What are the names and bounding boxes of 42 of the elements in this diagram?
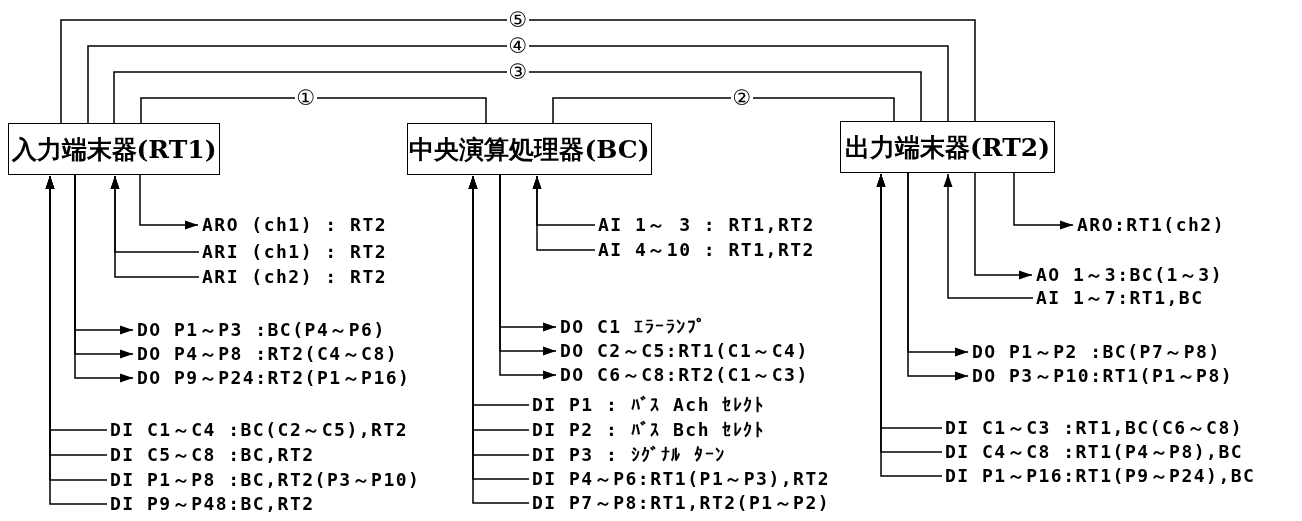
- connector-line: [87, 45, 949, 124]
- signal-label: DO P1～P3 :BC(P4～P6): [137, 319, 386, 341]
- signal-label: DI P3 : ｼｸﾞﾅﾙ ﾀｰﾝ: [532, 444, 726, 466]
- signal-label: DO C2～C5:RT1(C1～C4): [560, 340, 809, 362]
- signal-label: DI C5～C8 :BC,RT2: [110, 444, 315, 466]
- signal-label: ARI (ch1) : RT2: [202, 241, 388, 263]
- signal-label: ARO:RT1(ch2): [1077, 214, 1226, 236]
- signal-label: DI P2 : ﾊﾞｽ Bch ｾﾚｸﾄ: [532, 419, 765, 441]
- arrow: [974, 172, 1033, 280]
- connector-line: [60, 19, 976, 124]
- signal-label: DO P3～P10:RT1(P1～P8): [972, 365, 1234, 387]
- connector-line: [552, 97, 895, 124]
- unit-box: 出力端末器(RT2): [840, 121, 1055, 173]
- signal-label: DI P4～P6:RT1(P1～P3),RT2: [532, 468, 831, 490]
- signal-label: DI P9～P48:BC,RT2: [110, 493, 315, 515]
- signal-label: AO 1～3:BC(1～3): [1036, 264, 1224, 286]
- signal-label: ARI (ch2) : RT2: [202, 266, 388, 288]
- signal-label: DO C1 ｴﾗｰﾗﾝﾌﾟ: [560, 316, 707, 338]
- arrow: [1013, 172, 1074, 230]
- signal-label: AI 4～10 : RT1,RT2: [598, 239, 815, 261]
- unit-box: 入力端末器(RT1): [8, 123, 220, 175]
- signal-label: DO P4～P8 :RT2(C4～C8): [137, 343, 399, 365]
- connector-line: [113, 71, 922, 124]
- signal-label: DI C1～C4 :BC(C2～C5),RT2: [110, 419, 409, 441]
- arrow: [139, 174, 199, 230]
- unit-box: 中央演算処理器(BC): [407, 123, 652, 175]
- signal-label: DI P1～P8 :BC,RT2(P3～P10): [110, 469, 421, 491]
- signal-label: ARO (ch1) : RT2: [202, 214, 388, 236]
- arrow: [532, 175, 596, 251]
- signal-label: DO P1～P2 :BC(P7～P8): [972, 341, 1221, 363]
- arrow: [110, 175, 200, 278]
- signal-label: DI C1～C3 :RT1,BC(C6～C8): [945, 417, 1244, 439]
- signal-label: AI 1～7:RT1,BC: [1036, 287, 1204, 309]
- signal-label: DI P7～P8:RT1,RT2(P1～P2): [532, 492, 831, 514]
- arrow: [943, 173, 1034, 299]
- signal-label: DI C4～C8 :RT1(P4～P8),BC: [945, 441, 1244, 463]
- signal-label: DI P1 : ﾊﾞｽ Ach ｾﾚｸﾄ: [532, 394, 765, 416]
- connector-line: [140, 97, 487, 124]
- signal-label: DI P1～P16:RT1(P9～P24),BC: [945, 465, 1256, 487]
- signal-label: DO C6～C8:RT2(C1～C3): [560, 364, 809, 386]
- signal-label: AI 1～ 3 : RT1,RT2: [598, 214, 815, 236]
- signal-label: DO P9～P24:RT2(P1～P16): [137, 367, 411, 389]
